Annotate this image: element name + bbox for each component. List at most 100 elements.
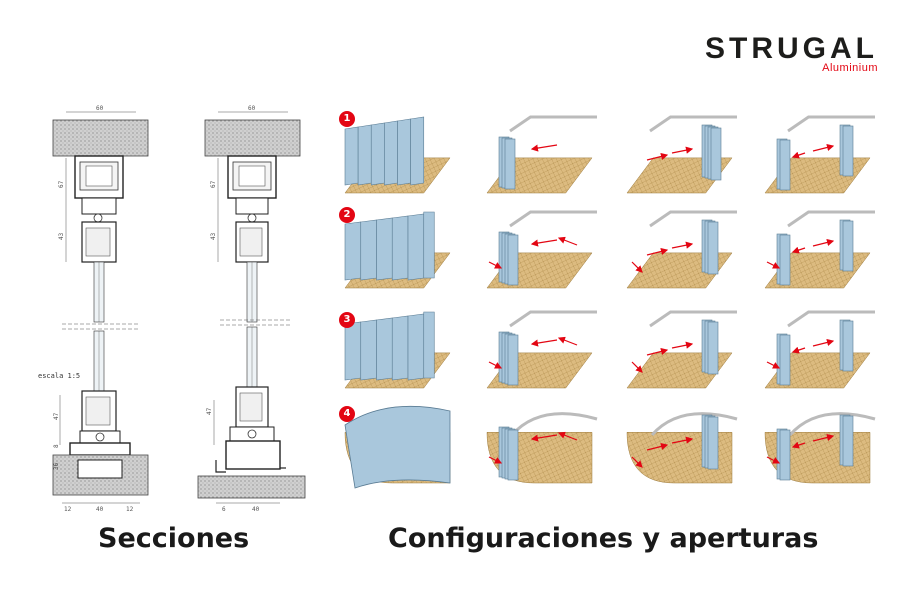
ceiling-track <box>787 310 875 328</box>
direction-arrow <box>646 152 669 161</box>
glass-panel <box>779 429 791 481</box>
row-number-badge: 4 <box>339 406 355 422</box>
glass-panel <box>707 416 719 470</box>
scale-label: escala 1:5 <box>38 372 81 380</box>
config-row1-col3 <box>626 115 737 194</box>
glass-panel <box>507 234 519 286</box>
config-row4-col2 <box>486 412 598 484</box>
direction-arrow <box>557 431 578 441</box>
direction-arrow <box>646 247 669 256</box>
caption-sections: Secciones <box>98 523 250 554</box>
direction-arrow <box>530 239 558 247</box>
ceiling-track <box>787 210 875 228</box>
config-row2-col3 <box>626 210 737 289</box>
dim-lower-3: 36 <box>53 462 60 470</box>
caption-configurations: Configuraciones y aperturas <box>388 523 819 554</box>
direction-arrow <box>646 442 669 451</box>
config-row4-col4 <box>764 412 876 484</box>
glass-panel <box>344 126 359 186</box>
config-row3-col3 <box>626 310 737 389</box>
ceiling-block <box>52 119 149 157</box>
direction-arrow <box>812 238 835 247</box>
glass-panel <box>423 311 435 379</box>
glass-panel <box>407 213 425 281</box>
glass-panel <box>376 217 393 281</box>
glass-panel <box>504 138 516 190</box>
glass-panel <box>360 219 377 281</box>
glass-panel <box>842 415 854 467</box>
config-row2-col2 <box>486 210 597 289</box>
dim-bottom-3: 12 <box>126 506 134 513</box>
section-drawings: 60 67 43 <box>52 105 306 513</box>
glass-panel <box>360 319 377 381</box>
direction-arrow <box>791 441 806 449</box>
brand-sub: Aluminium <box>822 62 878 74</box>
dim-upper-2-right: 43 <box>210 232 217 240</box>
section-left: 60 67 43 <box>52 105 149 513</box>
glass-panel <box>344 221 362 281</box>
ceiling-track <box>509 310 597 328</box>
glass-panel <box>376 317 393 381</box>
glass-panel <box>707 221 719 275</box>
direction-arrow <box>671 241 694 249</box>
row-number-badge: 1 <box>339 111 355 127</box>
direction-arrow <box>530 339 558 347</box>
glass-panel <box>842 320 854 372</box>
glass-panel <box>779 139 791 191</box>
glass-panel <box>507 334 519 386</box>
floor-block <box>197 475 306 499</box>
ceiling-track <box>649 115 737 133</box>
section-right: 60 67 43 47 <box>197 105 306 513</box>
configuration-grid <box>344 115 876 489</box>
glass-panel <box>407 313 425 381</box>
direction-arrow <box>631 361 643 373</box>
direction-arrow <box>557 236 578 246</box>
glass-panel <box>384 120 398 186</box>
config-row3-col1 <box>344 311 451 389</box>
curved-glass-wall <box>344 405 451 489</box>
ceiling-track <box>649 210 737 228</box>
dim-bottom-1: 12 <box>64 506 72 513</box>
config-row4-col1 <box>344 405 451 489</box>
glass-panel <box>507 429 519 481</box>
direction-arrow <box>671 436 694 444</box>
config-row1-col4 <box>764 115 875 194</box>
direction-arrow <box>631 261 643 273</box>
dim-top-width: 60 <box>96 105 104 112</box>
direction-arrow <box>671 146 694 154</box>
config-row3-col2 <box>486 310 597 389</box>
dim-upper-1: 67 <box>58 180 65 188</box>
glass-panel <box>842 125 854 177</box>
brand-logo: STRUGAL Aluminium <box>705 32 878 75</box>
ceiling-track <box>509 115 597 133</box>
config-row3-col4 <box>764 310 875 389</box>
direction-arrow <box>812 143 835 152</box>
dim-lower-1-right: 47 <box>206 407 213 415</box>
direction-arrow <box>791 151 806 159</box>
config-row2-col1 <box>344 211 451 289</box>
direction-arrow <box>530 434 558 442</box>
configuration-drawings <box>344 115 876 489</box>
brand-name: STRUGAL <box>705 32 878 65</box>
dim-upper-2: 43 <box>58 232 65 240</box>
glass-panel <box>344 321 362 381</box>
dim-bottom-2: 40 <box>96 506 104 513</box>
glass-panel <box>391 215 409 281</box>
direction-arrow <box>791 346 806 354</box>
glass-panel <box>779 234 791 286</box>
config-row2-col4 <box>764 210 875 289</box>
ceiling-track <box>509 210 597 228</box>
ceiling-track <box>649 310 737 328</box>
ceiling-track <box>650 412 738 436</box>
dim-bottom-right-2: 40 <box>252 506 260 513</box>
dim-top-width-right: 60 <box>248 105 256 112</box>
config-row4-col3 <box>626 412 738 484</box>
direction-arrow <box>766 456 781 464</box>
glass-panel <box>423 211 435 279</box>
ceiling-block <box>204 119 301 157</box>
dim-lower-2: 8 <box>53 444 60 448</box>
glass-panel <box>357 124 372 186</box>
dim-bottom-right-1: 6 <box>222 506 226 513</box>
glass-panel <box>779 334 791 386</box>
